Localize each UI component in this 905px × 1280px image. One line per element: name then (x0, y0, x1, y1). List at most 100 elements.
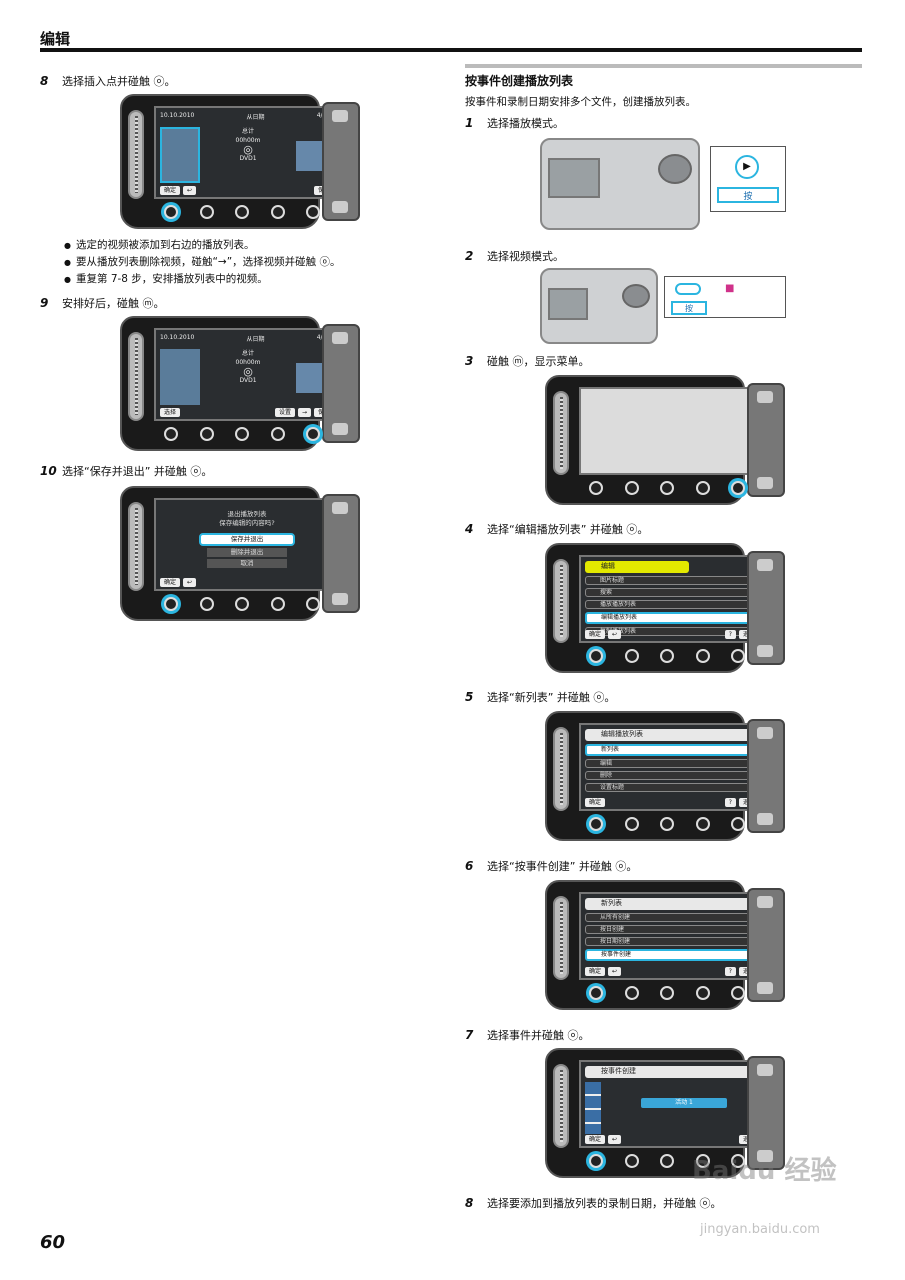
softkey-confirm[interactable]: 确定 (585, 967, 606, 976)
menu-header: 按事件创建 (585, 1066, 759, 1078)
step-text: 碰触 ⓜ，显示菜单。 (487, 355, 590, 368)
menu-item[interactable]: 按日创建 (585, 925, 759, 934)
disc-icon: ◎ (243, 143, 253, 156)
thumbnail-list[interactable] (160, 127, 200, 183)
menu-item[interactable]: 搜索 (585, 588, 759, 597)
softkey-confirm[interactable]: 确定 (585, 798, 606, 807)
menu-item-selected[interactable]: 编辑播放列表 (585, 612, 759, 624)
option-delete-exit[interactable]: 删除并退出 (207, 548, 287, 557)
mode-switch-icon[interactable] (675, 283, 701, 295)
option-cancel[interactable]: 取消 (207, 559, 287, 568)
step-text: 选择“按事件创建” 并碰触 ⓞ。 (487, 860, 638, 873)
disc-icon: ◎ (243, 365, 253, 378)
softkey-help[interactable]: ? (724, 967, 736, 976)
menu-item-selected[interactable]: 按事件创建 (585, 949, 759, 961)
right-step-6: 6 选择“按事件创建” 并碰触 ⓞ。 (465, 859, 637, 874)
press-label: 按 (717, 187, 779, 203)
ok-button[interactable] (164, 597, 178, 611)
softkey-back[interactable]: ↩ (183, 578, 197, 587)
step-text: 选择“新列表” 并碰触 ⓞ。 (487, 691, 616, 704)
screen-time: 00h00m (235, 137, 261, 144)
menu-header: 编辑 (585, 561, 690, 573)
softkey-help[interactable]: ? (724, 798, 736, 807)
screen-mode: 从日期 (246, 336, 265, 343)
ok-button[interactable] (589, 649, 603, 663)
softkey-select[interactable]: 选择 (160, 408, 181, 417)
menu-item-selected[interactable]: 新列表 (585, 744, 759, 756)
menu-button[interactable] (731, 481, 745, 495)
note-item: 要从播放列表删除视频，碰触“→”，选择视频并碰触 ⓞ。 (64, 254, 341, 271)
video-mode-callout: 按 ■ (664, 276, 786, 318)
step-number: 8 (40, 74, 49, 88)
event-icons[interactable] (585, 1082, 601, 1134)
step-number: 5 (465, 690, 474, 704)
ok-button[interactable] (589, 986, 603, 1000)
softkey-set[interactable]: 设置 (274, 408, 295, 417)
screen-time: 00h00m (235, 359, 261, 366)
screen-total: 总计 (241, 128, 254, 135)
video-camera-icon: ■ (725, 283, 735, 294)
option-save-exit[interactable]: 保存并退出 (199, 533, 295, 546)
camcorder-illustration (540, 138, 700, 230)
softkey-help[interactable]: ? (724, 630, 736, 639)
ok-button[interactable] (589, 817, 603, 831)
softkey-back[interactable]: ↩ (608, 1135, 622, 1144)
screen-total: 总计 (241, 350, 254, 357)
step-number: 6 (465, 859, 474, 873)
softkey-confirm[interactable]: 确定 (585, 630, 606, 639)
step-number: 2 (465, 249, 474, 263)
menu-item[interactable]: 编辑 (585, 759, 759, 768)
screen-mode: 从日期 (246, 114, 265, 121)
step-number: 3 (465, 354, 474, 368)
menu-item[interactable]: 从所有创建 (585, 913, 759, 922)
event-selector[interactable]: 活动 1 (641, 1098, 727, 1108)
watermark-url: jingyan.baidu.com (700, 1222, 820, 1237)
play-mode-icon[interactable]: ▶ (735, 155, 759, 179)
softkey-back[interactable]: ↩ (608, 967, 622, 976)
playlist-editor: 10.10.2010 从日期 4/999 总计 00h00m ◎ DVD1 (160, 112, 334, 193)
camera-screen-step8: 10.10.2010 从日期 4/999 总计 00h00m ◎ DVD1 确定… (120, 94, 360, 229)
camera-screen-r5: 编辑播放列表 新列表 编辑 删除 设置标题 确定 ? 退出 (545, 711, 785, 841)
softkey-confirm[interactable]: 确定 (585, 1135, 606, 1144)
camera-screen-r7: 按事件创建 活动 1 确定 ↩ 退出 (545, 1048, 785, 1178)
thumbnail-list[interactable] (160, 349, 200, 405)
camcorder-illustration (540, 268, 658, 344)
header-rule (40, 48, 862, 52)
menu-button[interactable] (306, 427, 320, 441)
softkey-back[interactable]: ↩ (608, 630, 622, 639)
screen-disc: DVD1 (239, 377, 257, 384)
step-text: 选择要添加到播放列表的录制日期，并碰触 ⓞ。 (487, 1197, 722, 1210)
menu-item[interactable]: 播放播放列表 (585, 600, 759, 609)
step-number: 10 (40, 464, 57, 478)
softkey-back[interactable]: ↩ (183, 186, 197, 195)
page-number: 60 (40, 1232, 66, 1253)
softkey-confirm[interactable]: 确定 (160, 186, 181, 195)
right-step-3: 3 碰触 ⓜ，显示菜单。 (465, 354, 590, 369)
softkey-arrow[interactable]: → (297, 408, 311, 417)
menu-item[interactable]: 设置标题 (585, 783, 759, 792)
step-number: 9 (40, 296, 49, 310)
menu-header: 编辑播放列表 (585, 729, 759, 741)
step-text: 选择“保存并退出” 并碰触 ⓞ。 (62, 465, 213, 478)
menu-item[interactable]: 图片标题 (585, 576, 759, 585)
menu-item[interactable]: 删除 (585, 771, 759, 780)
dialog-line2: 保存编辑的内容吗? (219, 519, 275, 527)
ok-button[interactable] (164, 205, 178, 219)
menu-item[interactable]: 按日期创建 (585, 937, 759, 946)
step-text: 选择插入点并碰触 ⓞ。 (62, 75, 176, 88)
step-number: 7 (465, 1028, 474, 1042)
section-bar (465, 64, 862, 68)
ok-button[interactable] (589, 1154, 603, 1168)
screen-date: 10.10.2010 (160, 334, 195, 341)
camera-screen-step9: 10.10.2010 从日期 4/999 总计 00h00m ◎ DVD1 选择… (120, 316, 360, 451)
step-text: 选择“编辑播放列表” 并碰触 ⓞ。 (487, 523, 649, 536)
note-item: 选定的视频被添加到右边的播放列表。 (64, 237, 341, 254)
right-step-5: 5 选择“新列表” 并碰触 ⓞ。 (465, 690, 615, 705)
softkey-confirm[interactable]: 确定 (160, 578, 181, 587)
section-description: 按事件和录制日期安排多个文件，创建播放列表。 (465, 96, 696, 108)
